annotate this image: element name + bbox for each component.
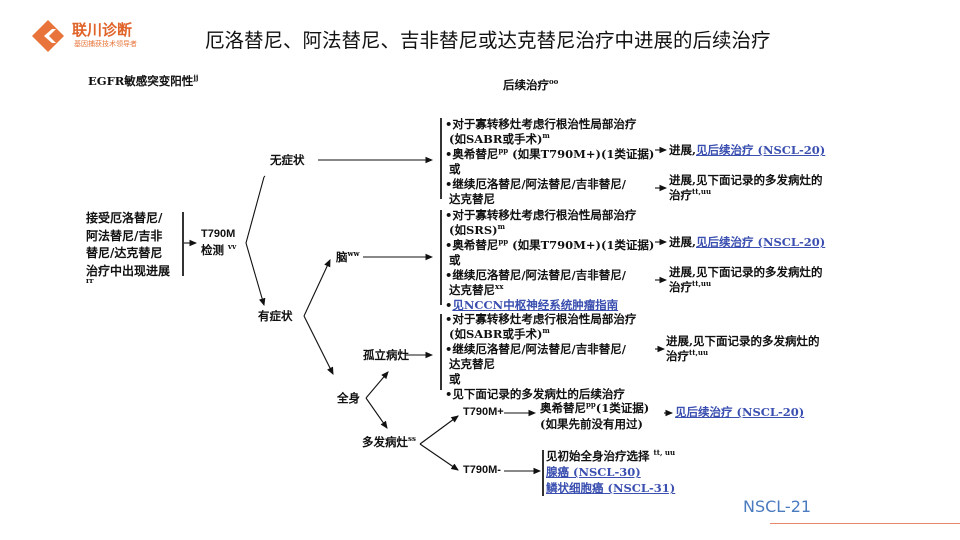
- node-symptomatic: 有症状: [258, 309, 293, 323]
- node-multiple: 多发病灶ss: [362, 434, 416, 449]
- logo-icon: [32, 20, 64, 52]
- logo-name: 联川诊断: [72, 21, 133, 39]
- outcome-3: 进展,见下面记录的多发病灶的治疗tt,uu: [666, 334, 820, 363]
- osimertinib-option: 奥希替尼pp(1类证据)(如果先前没有用过): [540, 400, 650, 431]
- outcome-1b: 进展,见下面记录的多发病灶的治疗tt,uu: [669, 173, 823, 202]
- logo: 联川诊断 基因捕获技术领导者: [30, 18, 160, 54]
- link-nscl-20[interactable]: 见后续治疗 (NSCL-20): [696, 143, 826, 157]
- page-title: 厄洛替尼、阿法替尼、吉非替尼或达克替尼治疗中进展的后续治疗: [205, 29, 771, 52]
- initial-systemic-options: 见初始全身治疗选择 tt, uu 腺癌 (NSCL-30) 鳞状细胞癌 (NSC…: [546, 448, 676, 495]
- node-brain: 脑ww: [336, 249, 360, 264]
- node-systemic: 全身: [337, 391, 360, 405]
- node-isolated: 孤立病灶: [363, 348, 409, 362]
- header-egfr: EGFR敏感突变阳性jj: [88, 73, 199, 88]
- brain-options: •对于寡转移灶考虑行根治性局部治疗 (如SRS)m •奥希替尼pp (如果T79…: [445, 208, 655, 312]
- outcome-2b: 进展,见下面记录的多发病灶的治疗tt,uu: [669, 265, 823, 294]
- node-asymptomatic: 无症状: [270, 153, 305, 167]
- link-nscl-20-pos[interactable]: 见后续治疗 (NSCL-20): [675, 405, 805, 419]
- outcome-1a: 进展,见后续治疗 (NSCL-20): [669, 143, 826, 157]
- footer-divider: [770, 523, 960, 524]
- node-t790m-neg: T790M-: [463, 464, 501, 476]
- logo-tagline: 基因捕获技术领导者: [74, 40, 137, 48]
- link-nscl-31[interactable]: 鳞状细胞癌 (NSCL-31): [546, 481, 676, 495]
- isolated-options: •对于寡转移灶考虑行根治性局部治疗 (如SABR或手术)m •继续厄洛替尼/阿法…: [445, 312, 637, 401]
- link-nscl-20[interactable]: 见后续治疗 (NSCL-20): [696, 235, 826, 249]
- asymptomatic-options: •对于寡转移灶考虑行根治性局部治疗 (如SABR或手术)m •奥希替尼pp (如…: [445, 117, 655, 206]
- header-subsequent: 后续治疗oo: [503, 77, 559, 92]
- link-nscl-30[interactable]: 腺癌 (NSCL-30): [546, 465, 641, 479]
- page-label: NSCL-21: [743, 497, 812, 516]
- link-cns-guideline[interactable]: 见NCCN中枢神经系统肿瘤指南: [452, 298, 619, 312]
- outcome-2a: 进展,见后续治疗 (NSCL-20): [669, 235, 826, 249]
- node-t790m-pos: T790M+: [463, 406, 504, 418]
